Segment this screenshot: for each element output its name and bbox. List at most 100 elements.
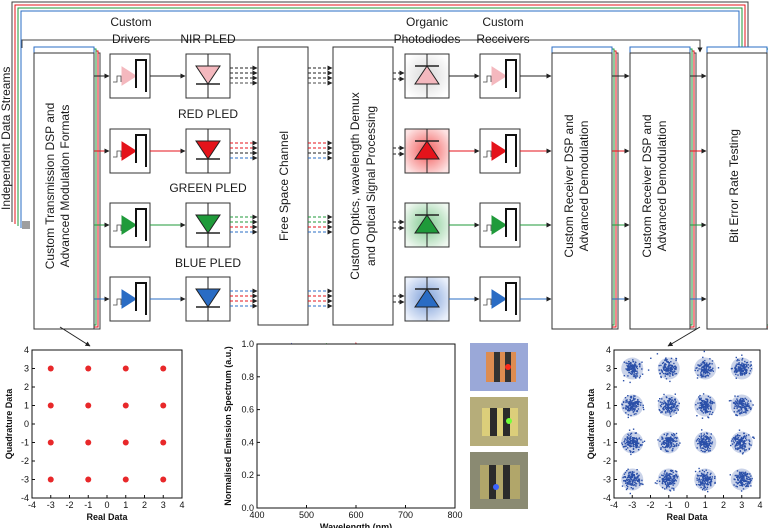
rx-constellation-point — [706, 404, 708, 407]
rx-constellation-point — [636, 479, 638, 482]
rx-constellation-point — [707, 449, 709, 451]
rx-constellation-point — [736, 405, 738, 407]
rx-constellation-point — [707, 490, 709, 493]
rx-constellation-point — [632, 411, 635, 413]
rx-constellation-point — [740, 473, 742, 475]
photodiode-green-diode — [414, 214, 440, 234]
rx-constellation-point — [708, 404, 710, 407]
optics-box — [332, 46, 394, 326]
rx-constellation-point — [703, 363, 705, 365]
rx-constellation-point — [707, 366, 709, 368]
rx-constellation-point — [744, 363, 746, 366]
rx-constellation-point — [674, 407, 677, 409]
rx-constellation-point — [669, 401, 671, 403]
rx-constellation-point — [637, 402, 639, 404]
receiver-nir-amplifier — [491, 66, 507, 86]
rx-constellation-point — [679, 442, 681, 444]
rx-constellation-point — [743, 366, 745, 369]
rx-constellation-point — [704, 405, 706, 407]
rx-constellation-point — [707, 411, 709, 413]
tx-const-xtick-label: 4 — [179, 500, 184, 510]
rx-constellation-point — [735, 368, 737, 370]
rx-constellation-point — [635, 432, 637, 434]
rx-constellation-point — [663, 393, 665, 396]
rx-constellation-point — [627, 483, 629, 485]
rx-constellation-point — [741, 479, 743, 481]
rx-constellation-point — [670, 437, 672, 440]
receiver-red-pulse — [483, 150, 492, 158]
rx-constellation-point — [674, 373, 676, 375]
rx-constellation-point — [700, 406, 702, 409]
rx-constellation-point — [740, 446, 742, 448]
rx-constellation-point — [663, 473, 665, 475]
driver-nir-waveform — [135, 59, 147, 92]
rx-constellation-point — [745, 410, 747, 413]
rx-constellation-point — [706, 372, 709, 374]
rx-constellation-point — [700, 444, 702, 446]
rx-constellation-point — [743, 441, 745, 443]
rx-constellation-point — [629, 364, 632, 367]
rx-constellation-point — [673, 480, 675, 482]
rx-constellation-point — [705, 412, 707, 414]
rx-constellation-point — [701, 469, 704, 472]
rx-constellation-point — [703, 376, 705, 378]
rx-constellation-point — [700, 475, 702, 477]
rx-constellation-point — [635, 401, 637, 403]
rx-constellation-point — [633, 484, 635, 487]
rx-constellation-point — [638, 484, 641, 486]
rx-constellation-point — [737, 448, 740, 450]
receiver-nir-waveform — [505, 59, 517, 92]
rx-constellation-point — [637, 400, 639, 403]
rx-constellation-point — [672, 476, 674, 478]
photodiode-nir-diode — [414, 65, 440, 85]
rx-constellation-point — [667, 438, 669, 441]
rx-constellation-point — [749, 370, 752, 372]
rx-constellation-point — [669, 413, 671, 415]
rx-constellation-point — [666, 485, 669, 487]
rx-constellation-point — [743, 436, 745, 438]
optics-label-1: Custom Optics, wavelength Demux — [348, 92, 362, 279]
rx-constellation-point — [744, 403, 746, 405]
rx-constellation-point — [633, 370, 635, 372]
rx-constellation-point — [737, 477, 739, 479]
rx-constellation-point — [737, 481, 739, 484]
rx-constellation-point — [675, 480, 677, 482]
rx-constellation-point — [661, 438, 663, 440]
tx-constellation-point — [47, 365, 54, 372]
rx-constellation-point — [746, 473, 749, 475]
rx-constellation-point — [667, 474, 669, 476]
rx-constellation-point — [746, 361, 749, 364]
rx-constellation-point — [731, 438, 734, 440]
pled-label-red: RED PLED — [178, 107, 238, 121]
rx-constellation-point — [634, 364, 636, 366]
tx-const-xtick-label: -4 — [28, 500, 36, 510]
rx-constellation-point — [707, 482, 709, 484]
rx-constellation-point — [664, 481, 666, 483]
rx-constellation-point — [635, 410, 638, 412]
rx-constellation-point — [667, 438, 669, 440]
rx-constellation-point — [747, 409, 749, 412]
rx-constellation-point — [699, 442, 701, 444]
rx-constellation-point — [740, 447, 742, 449]
tx-constellation-point — [47, 476, 54, 483]
rx-constellation-point — [710, 408, 713, 410]
free-space-channel-label: Free Space Channel — [277, 131, 291, 241]
rx-constellation-point — [735, 414, 737, 416]
tx-const-xtick-label: 1 — [123, 500, 128, 510]
rx-constellation-point — [699, 374, 702, 376]
rx-constellation-point — [672, 404, 674, 407]
rx-constellation-point — [744, 370, 747, 372]
rx-constellation-point — [707, 403, 710, 405]
rx-constellation-point — [625, 438, 627, 440]
rx-constellation-point — [633, 410, 636, 412]
rx-constellation-point — [705, 442, 707, 445]
rx-constellation-point — [745, 434, 748, 437]
rx-constellation-point — [743, 443, 746, 445]
rx-constellation-point — [629, 484, 632, 486]
rx-constellation-point — [667, 450, 669, 453]
rx-constellation-point — [635, 485, 637, 487]
rx-constellation-point — [747, 478, 749, 481]
rx-constellation-point — [627, 444, 629, 446]
receiver-green-amplifier — [491, 215, 507, 235]
